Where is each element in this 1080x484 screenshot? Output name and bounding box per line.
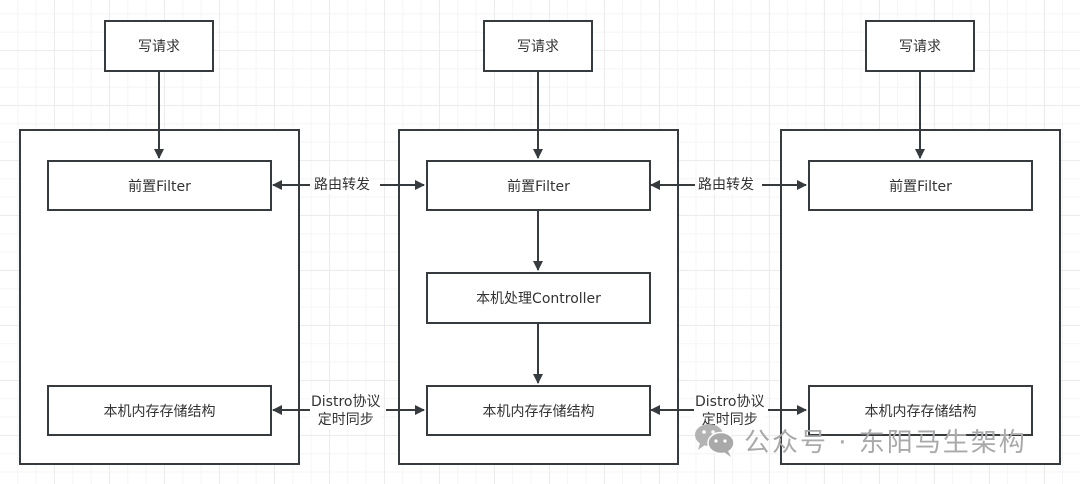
pre-filter-box-left: 前置Filter [47,160,272,211]
watermark: 公众号 · 东阳马生架构 [694,420,1027,460]
write-request-label: 写请求 [138,39,180,55]
controller-label: 本机处理Controller [476,291,601,307]
pre-filter-label: 前置Filter [507,178,570,195]
write-request-box-right: 写请求 [865,20,975,72]
storage-label: 本机内存存储结构 [482,403,595,420]
storage-box-center: 本机内存存储结构 [426,385,651,436]
storage-label: 本机内存存储结构 [103,403,216,420]
storage-label: 本机内存存储结构 [864,403,977,420]
pre-filter-label: 前置Filter [889,178,952,195]
sync-label-line2: 定时同步 [701,412,758,428]
sync-label-right: Distro协议 定时同步 [694,393,766,429]
write-request-label: 写请求 [899,39,941,55]
storage-box-right: 本机内存存储结构 [808,385,1033,436]
write-request-box-center: 写请求 [483,20,593,72]
routing-label-right: 路由转发 [697,176,755,194]
sync-label-line2: 定时同步 [317,412,374,428]
controller-box-center: 本机处理Controller [426,272,651,324]
pre-filter-box-right: 前置Filter [808,160,1033,211]
write-request-box-left: 写请求 [104,20,214,72]
pre-filter-box-center: 前置Filter [426,160,651,211]
sync-label-left: Distro协议 定时同步 [310,393,382,429]
watermark-text: 公众号 · 东阳马生架构 [744,427,1027,458]
pre-filter-label: 前置Filter [128,178,191,195]
sync-label-line1: Distro协议 [311,394,381,410]
wechat-icon [694,421,736,459]
sync-label-line1: Distro协议 [695,394,765,410]
write-request-label: 写请求 [517,39,559,55]
routing-label-left: 路由转发 [313,176,371,194]
storage-box-left: 本机内存存储结构 [47,385,272,436]
